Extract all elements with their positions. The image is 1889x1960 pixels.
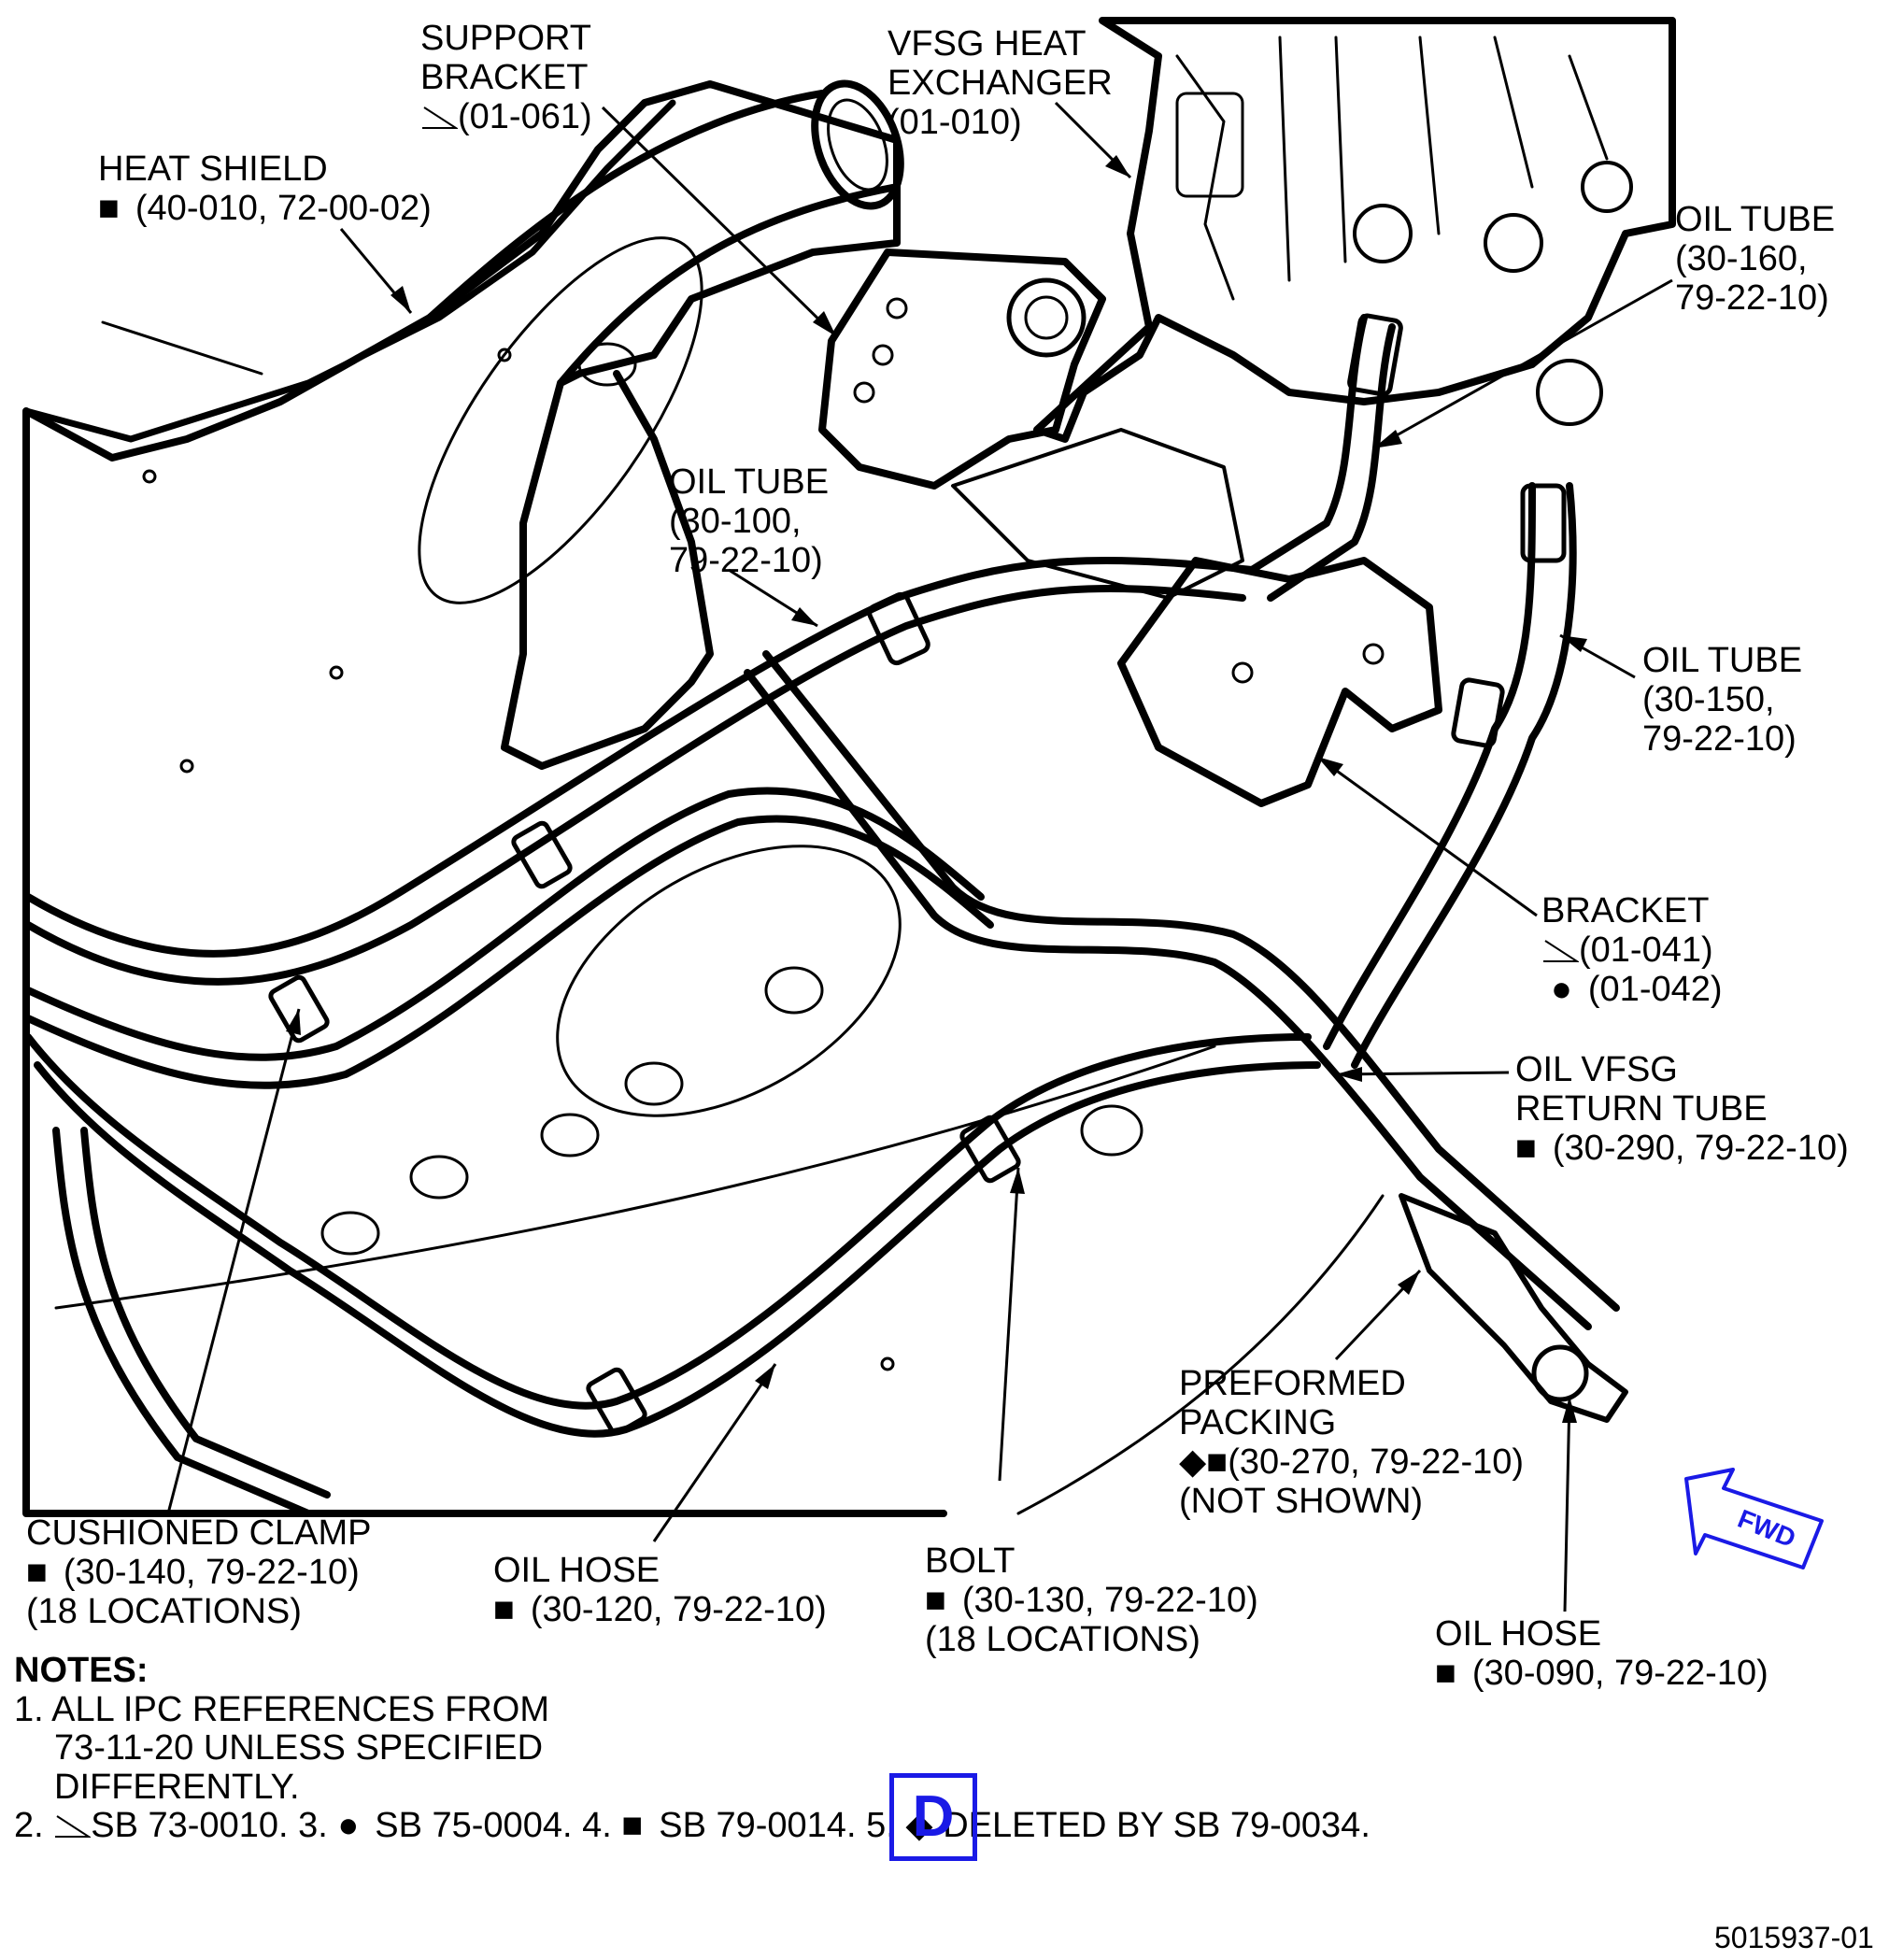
fwd-direction-arrow: FWD	[1684, 1468, 1824, 1569]
heat-shield-upper-edge	[22, 99, 676, 443]
note-1: 1. ALL IPC REFERENCES FROM	[14, 1689, 549, 1729]
circle-symbol-icon: ●	[1551, 970, 1572, 1009]
heat-shield-outline	[22, 80, 947, 1517]
diamond-symbol-icon: ◆	[905, 1806, 933, 1845]
heat-shield-inner-line	[101, 320, 263, 376]
notes-heading: NOTES:	[14, 1651, 149, 1690]
oil-tube-100	[24, 557, 1256, 958]
heat-shield-callout: HEAT SHIELD ■(40-010, 72-00-02)	[98, 149, 432, 228]
square-symbol-icon: ■	[26, 1553, 48, 1592]
square-symbol-icon: ■	[925, 1581, 946, 1620]
oil-tube-160	[1248, 314, 1396, 602]
circle-symbol-icon: ●	[337, 1806, 360, 1845]
note-5: 5. ◆DELETED BY SB 79-0034.	[866, 1806, 1371, 1845]
support-bracket-callout: SUPPORT BRACKET (01-061)	[420, 19, 592, 136]
sb-73-0010-mark-icon	[422, 107, 460, 129]
oil-tube-150-callout: OIL TUBE (30-150, 79-22-10)	[1642, 641, 1803, 759]
oil-vfsg-return-tube	[744, 650, 1620, 1330]
note-3: 3. ●SB 75-0004.	[298, 1806, 573, 1845]
bracket-callout: BRACKET (01-041) ●(01-042)	[1541, 891, 1723, 1009]
diamond-square-symbol-icon: ◆■	[1179, 1442, 1229, 1482]
square-symbol-icon: ■	[98, 189, 120, 228]
oil-tube-160-callout: OIL TUBE (30-160, 79-22-10)	[1675, 200, 1836, 318]
square-symbol-icon: ■	[1515, 1129, 1537, 1168]
oil-hose-120-callout: OIL HOSE ■(30-120, 79-22-10)	[493, 1551, 827, 1629]
support-bracket-shape	[818, 249, 1106, 490]
bracket-shape	[1117, 557, 1442, 807]
figure-number: 5015937-01	[1714, 1921, 1874, 1954]
note-4: 4. ■SB 79-0014.	[582, 1806, 857, 1845]
note-2: 2. SB 73-0010.	[14, 1806, 289, 1845]
oil-tube-100-callout: OIL TUBE (30-100, 79-22-10)	[669, 462, 830, 580]
cushioned-clamp-callout: CUSHIONED CLAMP ■(30-140, 79-22-10) (18 …	[26, 1513, 372, 1631]
square-symbol-icon: ■	[621, 1806, 644, 1845]
view-letter-box: D	[889, 1773, 977, 1861]
oil-tube-150	[1323, 482, 1577, 1069]
sb-73-0010-mark-icon	[55, 1815, 92, 1838]
sb-73-0010-mark-icon	[1543, 940, 1581, 962]
square-symbol-icon: ■	[1435, 1654, 1456, 1693]
duct-elbow	[426, 90, 901, 387]
vfsg-heat-exchanger-callout: VFSG HEAT EXCHANGER (01-010)	[888, 24, 1113, 142]
oil-hose-090-callout: OIL HOSE ■(30-090, 79-22-10)	[1435, 1614, 1768, 1693]
bolt-callout: BOLT ■(30-130, 79-22-10) (18 LOCATIONS)	[925, 1541, 1258, 1659]
oil-hose-120	[24, 1033, 1321, 1438]
notes-block: NOTES: 1. ALL IPC REFERENCES FROM 73-11-…	[14, 1651, 1371, 1845]
heat-exchanger-body	[1033, 17, 1676, 443]
oil-vfsg-return-tube-callout: OIL VFSG RETURN TUBE ■(30-290, 79-22-10)	[1515, 1050, 1849, 1168]
preformed-packing-callout: PREFORMED PACKING ◆■(30-270, 79-22-10) (…	[1179, 1364, 1525, 1521]
square-symbol-icon: ■	[493, 1590, 515, 1629]
